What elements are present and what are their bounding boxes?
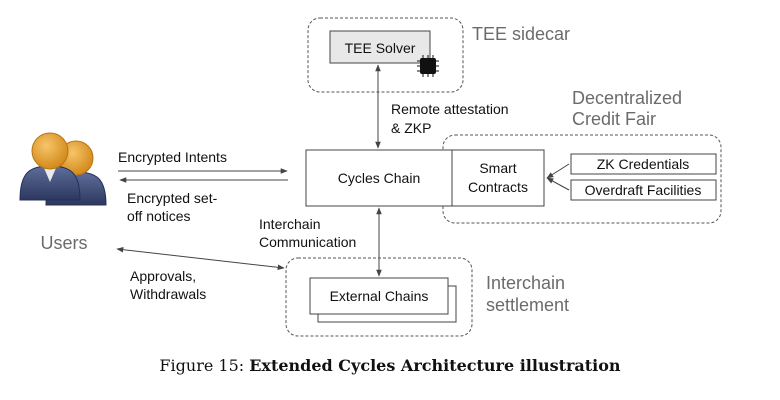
credit-fair-label-line1: Decentralized <box>572 88 682 108</box>
external-chains-label: External Chains <box>330 288 429 304</box>
overdraft-to-contracts-arrow <box>546 177 570 191</box>
setoff-label-line1: Encrypted set- <box>127 190 218 206</box>
external-chains-box <box>309 277 449 315</box>
overdraft-box <box>570 179 717 201</box>
tee-sidecar-group <box>307 17 464 93</box>
cycles-chain-box <box>305 149 453 207</box>
approvals-label-line1: Approvals, <box>130 268 196 284</box>
figure-caption: Figure 15: Extended Cycles Architecture … <box>0 356 780 375</box>
interchain-settlement-group <box>285 257 473 337</box>
tee-sidecar-label: TEE sidecar <box>472 24 570 44</box>
intents-label: Encrypted Intents <box>118 149 227 165</box>
smart-contracts-box <box>451 149 545 207</box>
tee-solver-box <box>329 30 431 64</box>
approvals-label-line2: Withdrawals <box>130 286 206 302</box>
setoff-label-line2: off notices <box>127 208 191 224</box>
chip-icon <box>417 55 439 77</box>
caption-prefix: Figure 15: <box>159 356 245 375</box>
users-icon <box>19 132 107 206</box>
credit-fair-label-line2: Credit Fair <box>572 109 656 129</box>
zk-credentials-label: ZK Credentials <box>597 156 690 172</box>
caption-title: Extended Cycles Architecture illustratio… <box>249 356 621 375</box>
zk-credentials-box <box>570 153 717 175</box>
attestation-label-line1: Remote attestation <box>391 101 509 117</box>
interchain-comm-line1: Interchain <box>259 216 320 232</box>
attestation-label-line2: & ZKP <box>391 120 431 136</box>
users-label: Users <box>40 233 87 253</box>
interchain-settlement-label-line2: settlement <box>486 295 569 315</box>
interchain-settlement-label-line1: Interchain <box>486 273 565 293</box>
overdraft-label: Overdraft Facilities <box>585 182 702 198</box>
tee-solver-label: TEE Solver <box>345 40 416 56</box>
approvals-arrow <box>116 246 285 271</box>
interchain-comm-line2: Communication <box>259 234 356 250</box>
smart-contracts-label-line1: Smart <box>479 160 516 176</box>
zk-to-contracts-arrow <box>546 163 570 179</box>
cycles-chain-label: Cycles Chain <box>338 170 420 186</box>
smart-contracts-label-line2: Contracts <box>468 179 528 195</box>
